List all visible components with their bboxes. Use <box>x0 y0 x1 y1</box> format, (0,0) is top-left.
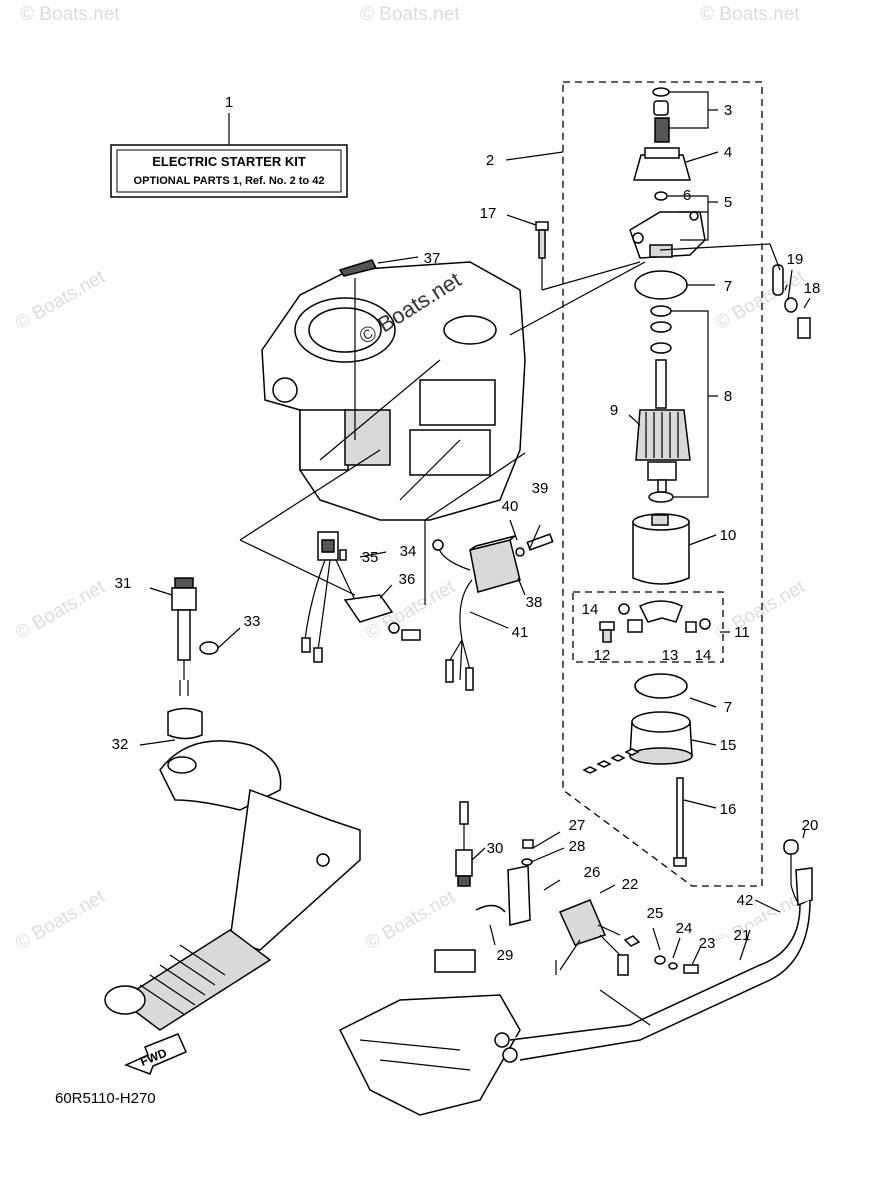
watermark-faint: © Boats.net <box>362 886 459 954</box>
callout-31: 31 <box>115 575 132 592</box>
callout-17: 17 <box>480 205 497 222</box>
callout-10: 10 <box>720 527 737 544</box>
callout-37: 37 <box>424 250 441 267</box>
callout-18: 18 <box>804 280 821 297</box>
callout-19: 19 <box>787 251 804 268</box>
armature <box>635 359 691 503</box>
callout-9: 9 <box>610 402 618 419</box>
callout-6: 6 <box>683 187 691 204</box>
callout-13: 13 <box>662 647 679 664</box>
callout-33: 33 <box>244 613 261 630</box>
neutral-switch <box>455 801 534 926</box>
callout-22: 22 <box>622 876 639 893</box>
kit-subtitle: OPTIONAL PARTS 1, Ref. No. 2 to 42 <box>134 175 325 187</box>
callout-5: 5 <box>724 194 732 211</box>
watermark-faint: © Boats.net <box>12 266 109 334</box>
watermark-faint: © Boats.net <box>712 576 809 644</box>
brush-subassembly-boundary <box>572 591 724 663</box>
callout-39: 39 <box>532 480 549 497</box>
callout-7b: 7 <box>724 699 732 716</box>
part-37-clip <box>338 256 419 440</box>
callout-32: 32 <box>112 736 129 753</box>
callout-leaders <box>139 91 811 966</box>
rings-and-washers <box>634 270 688 354</box>
callout-26: 26 <box>584 864 601 881</box>
relay-harness <box>301 531 421 663</box>
watermark-faint: © Boats.net <box>20 4 120 25</box>
engine-block <box>261 261 526 521</box>
kit-title: ELECTRIC STARTER KIT <box>152 154 306 169</box>
callout-34: 34 <box>400 543 417 560</box>
callout-40: 40 <box>502 498 519 515</box>
callout-23: 23 <box>699 935 716 952</box>
callout-16: 16 <box>720 801 737 818</box>
bottom-cowling <box>338 949 521 1116</box>
callout-7: 7 <box>724 278 732 295</box>
starter-relay <box>555 899 641 976</box>
callout-25: 25 <box>647 905 664 922</box>
callout-28: 28 <box>569 838 586 855</box>
watermark-faint: © Boats.net <box>12 576 109 644</box>
end-cover <box>582 673 693 867</box>
callout-21: 21 <box>734 927 751 944</box>
callout-29: 29 <box>497 947 514 964</box>
cable-parts <box>494 839 813 1063</box>
assembly-leaders <box>239 243 781 605</box>
watermark-faint: © Boats.net <box>360 4 460 25</box>
watermark-faint: © Boats.net <box>700 4 800 25</box>
callout-12: 12 <box>594 647 611 664</box>
callout-11: 11 <box>734 624 750 641</box>
callout-27: 27 <box>569 817 586 834</box>
terminal-bolt <box>772 264 811 339</box>
callout-8: 8 <box>724 388 732 405</box>
brush-holder <box>599 600 711 643</box>
callout-labels: 1 2 3 4 5 6 7 8 9 10 11 12 13 14 14 7 15… <box>112 94 821 964</box>
callout-42: 42 <box>737 892 754 909</box>
callout-3: 3 <box>724 102 732 119</box>
callout-14b: 14 <box>695 647 712 664</box>
callout-30: 30 <box>487 840 504 857</box>
callout-24: 24 <box>676 920 693 937</box>
key-switch <box>167 577 219 740</box>
callout-38: 38 <box>526 594 543 611</box>
callout-41: 41 <box>512 624 529 641</box>
kit-label-box: ELECTRIC STARTER KIT OPTIONAL PARTS 1, R… <box>110 113 348 198</box>
callout-4: 4 <box>724 144 732 161</box>
callout-36: 36 <box>399 571 416 588</box>
callout-14: 14 <box>582 601 599 618</box>
callout-35: 35 <box>362 549 379 566</box>
callout-15: 15 <box>720 737 737 754</box>
fwd-arrow: FWD <box>124 1033 187 1075</box>
tiller-handle <box>104 740 361 1031</box>
callout-2: 2 <box>486 152 494 169</box>
watermark-faint: © Boats.net <box>12 886 109 954</box>
pinion-stack <box>629 87 706 259</box>
rectifier <box>432 533 554 691</box>
part-17-bolt <box>535 221 641 291</box>
yoke <box>632 513 690 585</box>
callout-20: 20 <box>802 817 819 834</box>
starter-assembly-boundary <box>562 81 763 887</box>
callout-1: 1 <box>225 94 233 111</box>
diagram-code: 60R5110-H270 <box>55 1090 156 1107</box>
